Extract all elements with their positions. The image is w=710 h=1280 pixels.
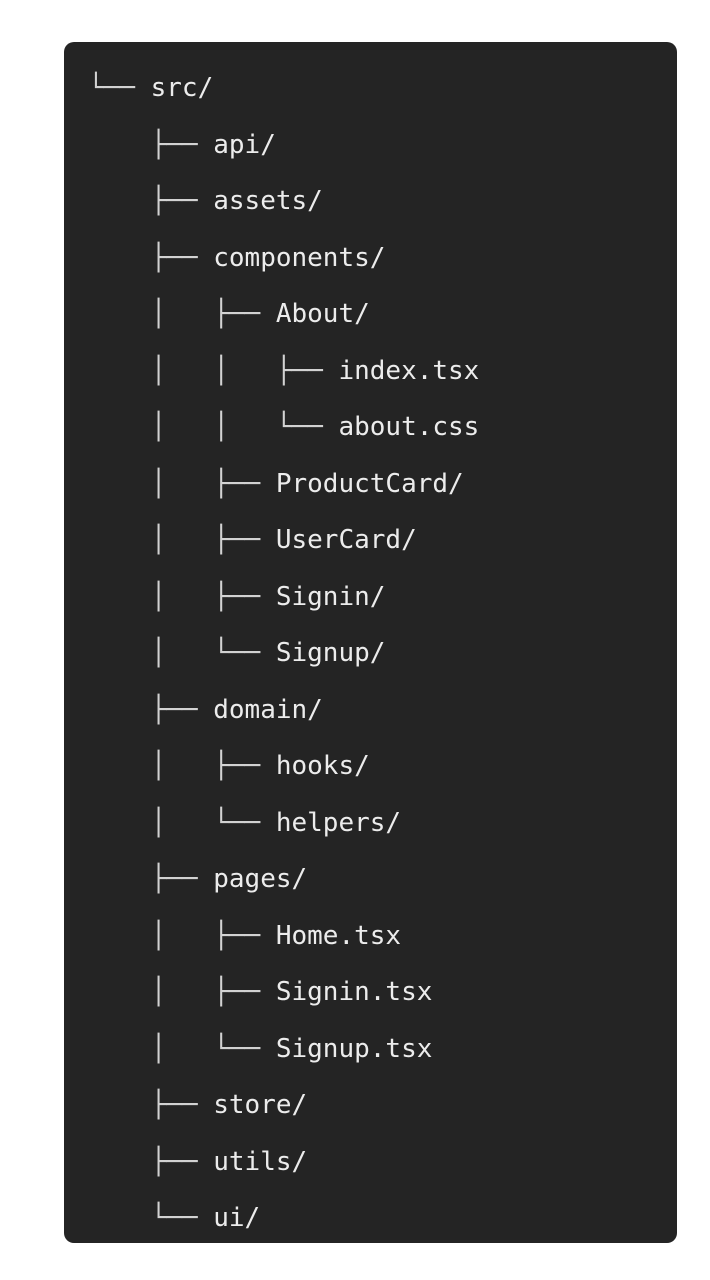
tree-branch-glyph: ├── <box>88 129 214 160</box>
code-block: └── src/ ├── api/ ├── assets/ ├── compon… <box>64 42 677 1243</box>
tree-branch-glyph: │ │ └── <box>88 412 339 442</box>
tree-branch-glyph: ├── <box>88 186 214 216</box>
tree-line: │ ├── hooks/ <box>64 738 677 795</box>
tree-branch-glyph: │ ├── <box>88 581 276 612</box>
tree-node-label: components/ <box>213 242 386 273</box>
tree-branch-glyph: │ ├── <box>88 977 276 1007</box>
tree-branch-glyph: └── <box>88 1203 214 1233</box>
tree-node-label: Signup/ <box>275 638 386 668</box>
tree-node-label: hooks/ <box>275 751 370 781</box>
tree-line: │ ├── ProductCard/ <box>64 456 677 513</box>
tree-branch-glyph: │ │ ├── <box>88 355 339 386</box>
tree-branch-glyph: ├── <box>88 242 214 273</box>
tree-node-label: Home.tsx <box>275 920 402 951</box>
tree-branch-glyph: │ ├── <box>88 920 276 951</box>
tree-node-label: store/ <box>213 1090 308 1120</box>
tree-line: ├── store/ <box>64 1077 677 1134</box>
tree-line: │ ├── About/ <box>64 286 677 343</box>
tree-node-label: utils/ <box>213 1146 308 1177</box>
tree-node-label: src/ <box>150 73 214 103</box>
tree-node-label: UserCard/ <box>275 525 417 555</box>
tree-line: ├── utils/ <box>64 1134 677 1191</box>
tree-branch-glyph: ├── <box>88 694 214 725</box>
tree-node-label: About/ <box>275 299 370 329</box>
tree-node-label: ProductCard/ <box>275 468 464 499</box>
tree-branch-glyph: │ └── <box>88 638 276 668</box>
tree-node-label: about.css <box>338 412 480 442</box>
tree-line: ├── assets/ <box>64 173 677 230</box>
tree-line: └── src/ <box>64 60 677 117</box>
tree-node-label: domain/ <box>213 694 323 725</box>
tree-line: │ └── helpers/ <box>64 795 677 852</box>
tree-branch-glyph: │ └── <box>88 1033 276 1064</box>
tree-node-label: api/ <box>213 129 276 160</box>
tree-branch-glyph: │ ├── <box>88 525 276 555</box>
tree-branch-glyph: │ ├── <box>88 468 276 499</box>
tree-line: ├── components/ <box>64 230 677 287</box>
tree-line: │ │ ├── index.tsx <box>64 343 677 400</box>
tree-node-label: assets/ <box>213 186 323 216</box>
tree-line: │ └── Signup/ <box>64 625 677 682</box>
tree-branch-glyph: │ ├── <box>88 751 276 781</box>
file-tree: └── src/ ├── api/ ├── assets/ ├── compon… <box>64 60 677 1243</box>
tree-line: ├── pages/ <box>64 851 677 908</box>
tree-line: │ ├── Signin/ <box>64 569 677 626</box>
tree-node-label: ui/ <box>213 1203 261 1233</box>
tree-node-label: Signup.tsx <box>275 1033 433 1064</box>
tree-branch-glyph: ├── <box>88 1146 214 1177</box>
tree-line: │ │ └── about.css <box>64 399 677 456</box>
tree-line: │ ├── Signin.tsx <box>64 964 677 1021</box>
tree-node-label: index.tsx <box>338 355 480 386</box>
tree-line: ├── domain/ <box>64 682 677 739</box>
tree-node-label: Signin/ <box>275 581 386 612</box>
tree-line: │ ├── UserCard/ <box>64 512 677 569</box>
tree-branch-glyph: └── <box>88 73 151 103</box>
tree-line: │ └── Signup.tsx <box>64 1021 677 1078</box>
tree-line: └── ui/ <box>64 1190 677 1243</box>
tree-branch-glyph: ├── <box>88 864 214 894</box>
tree-node-label: helpers/ <box>275 807 402 838</box>
tree-branch-glyph: │ └── <box>88 807 276 838</box>
tree-node-label: pages/ <box>213 864 308 894</box>
tree-line: │ ├── Home.tsx <box>64 908 677 965</box>
tree-node-label: Signin.tsx <box>275 977 433 1007</box>
tree-branch-glyph: │ ├── <box>88 299 276 329</box>
tree-line: ├── api/ <box>64 117 677 174</box>
tree-branch-glyph: ├── <box>88 1090 214 1120</box>
